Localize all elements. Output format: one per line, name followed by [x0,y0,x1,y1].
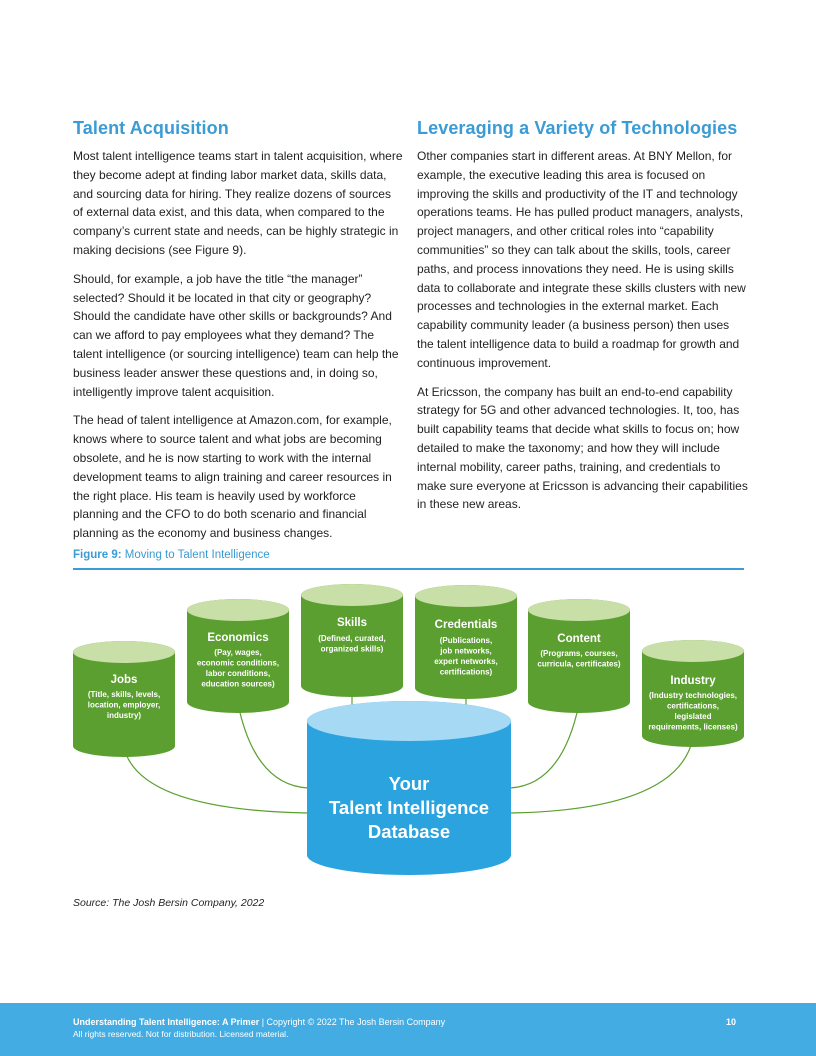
paragraph: Most talent intelligence teams start in … [73,149,403,257]
source-cylinder-industry: Industry (Industry technologies, certifica… [642,640,744,747]
source-description-line: expert networks, [434,657,498,666]
cylinder-body [415,585,517,699]
left-column: Talent Acquisition Most talent intellige… [73,118,403,553]
cylinder-body [307,701,511,875]
source-description-line: legislated [675,712,712,721]
figure-title: Moving to Talent Intelligence [124,549,270,561]
footer-title-line: Understanding Talent Intelligence: A Pri… [73,1017,445,1027]
connector-lines [123,687,694,814]
source-description-line: requirements, licenses) [648,723,738,732]
cylinder-top [307,701,511,741]
cylinder-top [528,599,630,621]
page-footer: Understanding Talent Intelligence: A Pri… [0,1003,816,1056]
cylinder-top [301,584,403,606]
source-description-line: certifications) [440,668,493,677]
database-label-line: Talent Intelligence [329,797,489,818]
source-description-line: location, employer, [88,701,160,710]
section-heading-technologies: Leveraging a Variety of Technologies [417,118,738,138]
database-label-line: Your [389,773,430,794]
source-title: Industry [670,675,716,687]
source-title: Skills [337,617,367,629]
source-title: Economics [207,632,268,644]
cylinder-top [642,640,744,662]
source-description-line: (Title, skills, levels, [88,690,160,699]
database-label-line: Database [368,821,450,842]
page-number: 10 [726,1017,737,1027]
cylinder-top [415,585,517,607]
paragraph: At Ericsson, the company has built an en… [417,384,748,512]
source-description-line: organized skills) [321,645,384,654]
cylinder-body [187,599,289,713]
source-description-line: (Programs, courses, [540,649,617,658]
source-description-line: curricula, certificates) [537,660,620,669]
source-description-line: (Pay, wages, [214,648,261,657]
footer-copyright: Copyright © 2022 The Josh Bersin Company [266,1017,446,1027]
cylinder-body [642,640,744,747]
source-cylinder-economics: Economics (Pay, wages, economic conditions… [187,599,289,713]
section-heading-talent-acquisition: Talent Acquisition [73,118,229,138]
figure-source: Source: The Josh Bersin Company, 2022 [73,897,265,909]
connector-line [123,747,309,814]
source-title: Content [557,633,601,645]
figure-divider [73,568,744,570]
source-description-line: (Publications, [440,636,492,645]
source-description-line: economic conditions, [197,659,279,668]
figure-caption: Figure 9: Moving to Talent Intelligence [73,549,270,561]
source-cylinder-skills: Skills (Defined, curated, organized skills… [301,584,403,697]
footer-separator: | [259,1017,267,1027]
source-cylinder-credentials: Credentials (Publications, job networks,ex… [415,585,517,699]
source-cylinder-content: Content (Programs, courses, curricula, cer… [528,599,630,713]
paragraph: Should, for example, a job have the titl… [73,271,399,399]
cylinder-top [187,599,289,621]
connector-line [509,737,694,814]
cylinder-body [73,641,175,757]
cylinder-top [73,641,175,663]
source-description-line: industry) [107,711,142,720]
source-description-line: (Industry technologies, [649,691,737,700]
connector-line [237,703,309,789]
paragraph: Other companies start in different areas… [417,149,746,370]
cylinder-body [528,599,630,713]
figure-label: Figure 9: [73,549,122,561]
paragraph: The head of talent intelligence at Amazo… [73,413,392,541]
connector-line [509,703,580,789]
source-title: Credentials [435,619,498,631]
right-column: Leveraging a Variety of Technologies Oth… [417,118,749,524]
footer-rights: All rights reserved. Not for distributio… [73,1029,289,1039]
source-title: Jobs [111,674,138,686]
source-description-line: labor conditions, [206,669,270,678]
source-description-line: certifications, [667,702,719,711]
source-description-line: (Defined, curated, [318,634,386,643]
source-cylinder-jobs: Jobs (Title, skills, levels, location, emp… [73,641,175,757]
footer-title: Understanding Talent Intelligence: A Pri… [73,1017,260,1027]
source-description-line: education sources) [201,680,275,689]
cylinder-body [301,584,403,697]
source-description-line: job networks, [439,647,492,656]
